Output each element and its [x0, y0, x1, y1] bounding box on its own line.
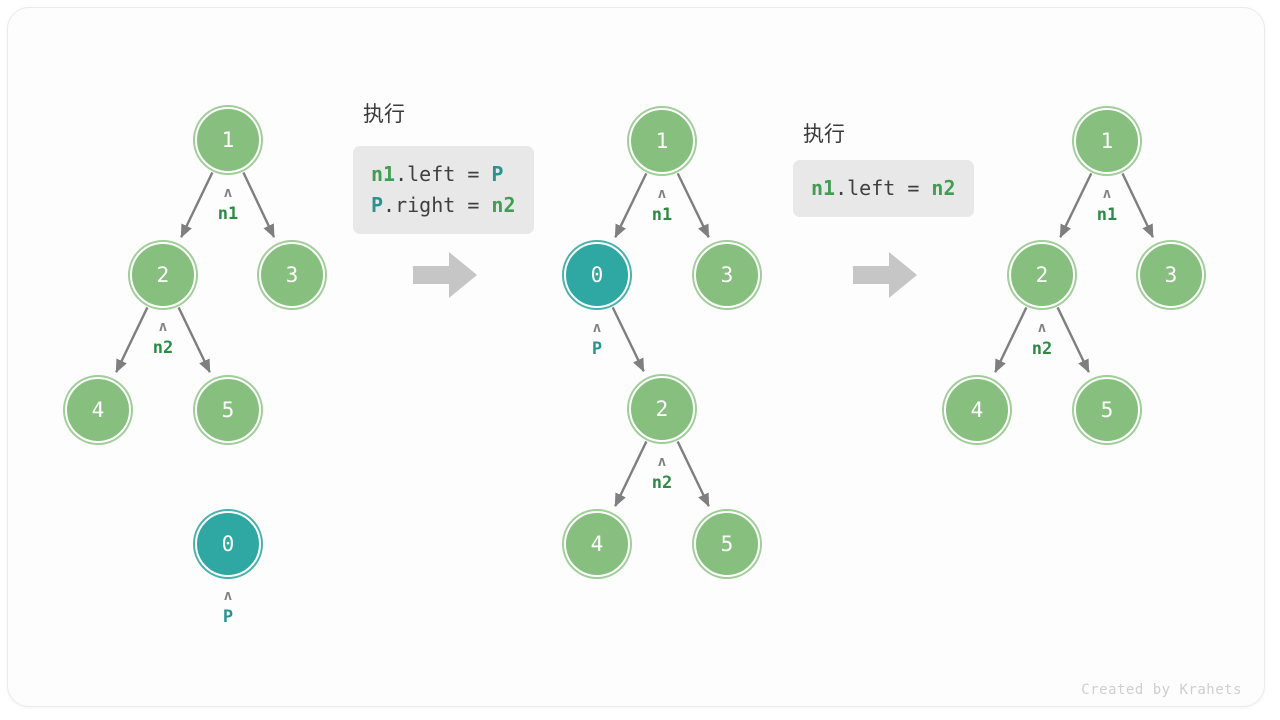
code-token: P: [371, 193, 384, 217]
node-value: 3: [1164, 263, 1178, 287]
pointer-label-text: n2: [152, 338, 174, 358]
tree-node-4[interactable]: 4: [944, 377, 1010, 443]
code-token: n2: [931, 176, 956, 200]
pointer-caret-icon: ʌ: [158, 319, 168, 335]
tree-node-3[interactable]: 3: [694, 242, 760, 308]
pointer-n2: ʌ n2: [1002, 321, 1082, 358]
tree-node-1[interactable]: 1: [629, 108, 695, 174]
code-token: .left =: [395, 162, 492, 186]
pointer-caret-icon: ʌ: [1102, 186, 1112, 202]
code-line: P.right = n2: [371, 190, 516, 221]
tree-node-5[interactable]: 5: [1074, 377, 1140, 443]
pointer-label-text: n1: [217, 204, 239, 224]
code-token: n1: [371, 162, 396, 186]
node-value: 4: [970, 398, 984, 422]
pointer-n1: ʌ n1: [1067, 187, 1147, 224]
pointer-label-text: n2: [1031, 339, 1053, 359]
node-value: 0: [590, 263, 604, 287]
node-value: 0: [221, 532, 235, 556]
step-2-exec-label: 执行: [803, 122, 845, 146]
node-value: 1: [1100, 129, 1114, 153]
code-token: n2: [491, 193, 516, 217]
node-value: 5: [720, 532, 734, 556]
pointer-caret-icon: ʌ: [1037, 320, 1047, 336]
node-value: 5: [221, 398, 235, 422]
tree-node-3[interactable]: 3: [1138, 242, 1204, 308]
pointer-n2: ʌ n2: [622, 455, 702, 492]
tree-node-0[interactable]: 0: [564, 242, 630, 308]
node-value: 2: [655, 397, 669, 421]
tree-node-0[interactable]: 0: [195, 511, 261, 577]
tree-node-2[interactable]: 2: [629, 376, 695, 442]
tree-node-1[interactable]: 1: [195, 107, 261, 173]
node-value: 1: [655, 129, 669, 153]
node-value: 3: [285, 263, 299, 287]
pointer-label-text: P: [591, 339, 603, 359]
tree-node-4[interactable]: 4: [564, 511, 630, 577]
node-value: 4: [91, 398, 105, 422]
node-value: 3: [720, 263, 734, 287]
node-value: 4: [590, 532, 604, 556]
pointer-caret-icon: ʌ: [657, 454, 667, 470]
tree-node-5[interactable]: 5: [195, 377, 261, 443]
pointer-label-text: n2: [651, 473, 673, 493]
pointer-n1: ʌ n1: [622, 187, 702, 224]
tree-node-2[interactable]: 2: [130, 242, 196, 308]
pointer-n2: ʌ n2: [123, 320, 203, 357]
code-token: .left =: [835, 176, 932, 200]
code-token: n1: [811, 176, 836, 200]
tree-node-2[interactable]: 2: [1009, 242, 1075, 308]
node-value: 2: [156, 263, 170, 287]
code-token: P: [491, 162, 504, 186]
step-2-code-block: n1.left = n2: [793, 160, 974, 217]
pointer-label-text: n1: [1096, 205, 1118, 225]
pointer-caret-icon: ʌ: [223, 185, 233, 201]
code-line: n1.left = P: [371, 159, 516, 190]
watermark: Created by Krahets: [1081, 682, 1242, 698]
node-value: 1: [221, 128, 235, 152]
tree-node-3[interactable]: 3: [259, 242, 325, 308]
code-token: .right =: [383, 193, 492, 217]
tree-node-4[interactable]: 4: [65, 377, 131, 443]
pointer-caret-icon: ʌ: [223, 588, 233, 604]
pointer-label-text: n1: [651, 205, 673, 225]
node-value: 2: [1035, 263, 1049, 287]
pointer-caret-icon: ʌ: [657, 186, 667, 202]
pointer-caret-icon: ʌ: [592, 320, 602, 336]
tree-node-1[interactable]: 1: [1074, 108, 1140, 174]
step-1-exec-label: 执行: [363, 102, 405, 126]
pointer-label-text: P: [222, 607, 234, 627]
node-value: 5: [1100, 398, 1114, 422]
tree-node-5[interactable]: 5: [694, 511, 760, 577]
code-line: n1.left = n2: [811, 173, 956, 204]
pointer-n1: ʌ n1: [188, 186, 268, 223]
